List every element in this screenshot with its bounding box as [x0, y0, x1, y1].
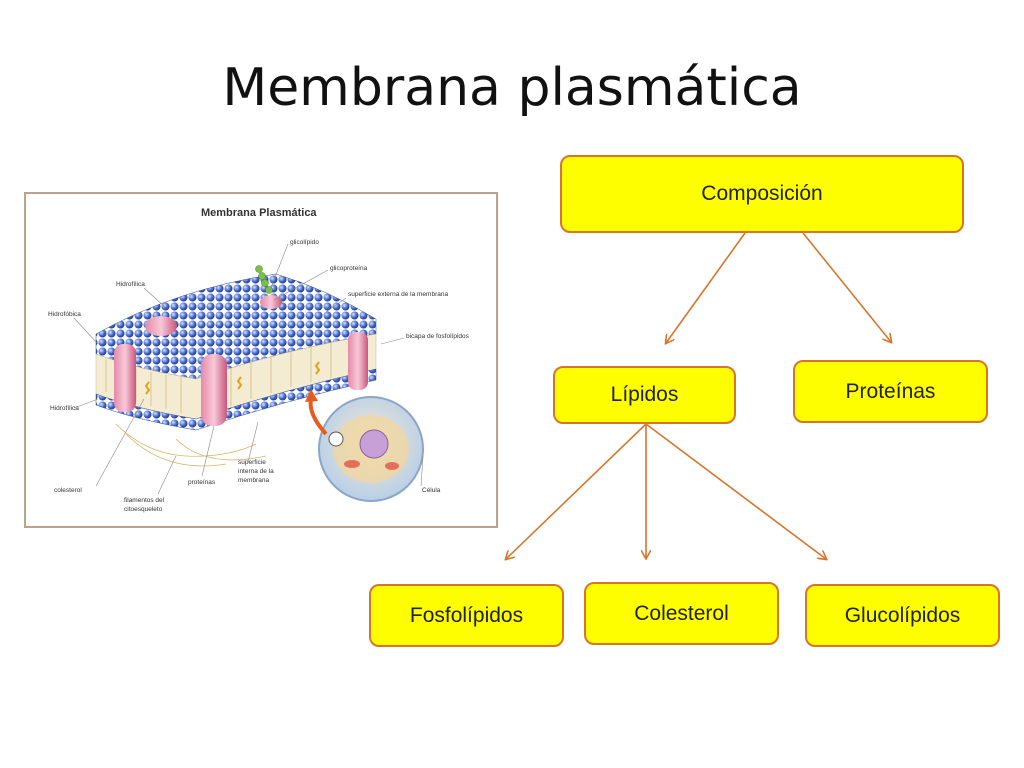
label-superficie-interna-1: superficie: [238, 459, 266, 466]
node-proteinas: Proteínas: [793, 360, 988, 423]
label-hidrofilica-top: Hidrofílica: [116, 281, 145, 288]
cell-zoom-marker: [328, 431, 344, 447]
label-superficie-interna-3: membrana: [238, 477, 269, 484]
membrane-bottom-surface: [95, 368, 377, 431]
protein-middle: [201, 354, 227, 426]
cell-organelle-1: [344, 460, 360, 468]
label-glicoproteina: glicoproteína: [330, 265, 368, 272]
label-hidrofobica: Hidrofóbica: [48, 311, 81, 318]
node-lipidos: Lípidos: [553, 366, 736, 424]
label-superficie-externa: superficie externa de la membrana: [348, 291, 448, 298]
cholesterol-marks: [144, 361, 321, 395]
cytoskeleton-filaments: [115, 423, 267, 467]
node-composicion: Composición: [560, 155, 964, 233]
label-bicapa: bicapa de fosfolípidos: [406, 333, 470, 340]
label-celula: Célula: [422, 487, 441, 494]
membrane-illustration: Membrana Plasmática: [24, 192, 498, 528]
zoom-arrow: [308, 398, 328, 436]
label-hidrofilica-bottom: Hidrofílica: [50, 405, 79, 412]
arrow-lipidos-glucolipidos: [645, 423, 826, 559]
label-glicolipido: glicolípido: [290, 239, 319, 246]
arrow-composicion-proteinas: [802, 232, 891, 342]
figure-title: Membrana Plasmática: [201, 207, 317, 219]
label-superficie-interna-2: interna de la: [238, 468, 274, 475]
arrow-lipidos-fosfolipidos: [506, 423, 647, 559]
node-fosfolipidos: Fosfolípidos: [369, 584, 564, 647]
surface-protein-1: [145, 316, 177, 336]
protein-right: [348, 332, 368, 390]
protein-left: [114, 344, 136, 412]
label-filamentos-2: citoesqueleto: [124, 506, 163, 513]
slide-title: Membrana plasmática: [222, 58, 802, 118]
cell-nucleus: [359, 429, 389, 459]
cell-organelle-2: [385, 462, 399, 470]
zoom-arrow-head: [305, 389, 318, 402]
node-colesterol: Colesterol: [584, 582, 779, 645]
label-filamentos-1: filamentos del: [124, 497, 165, 504]
node-glucolipidos: Glucolípidos: [805, 584, 1000, 647]
membrane-drawing: Membrana Plasmática: [48, 207, 470, 513]
label-leader-lines: [73, 243, 424, 495]
label-proteinas: proteínas: [188, 479, 216, 486]
label-colesterol: colesterol: [54, 487, 82, 494]
arrow-composicion-lipidos: [666, 232, 746, 343]
